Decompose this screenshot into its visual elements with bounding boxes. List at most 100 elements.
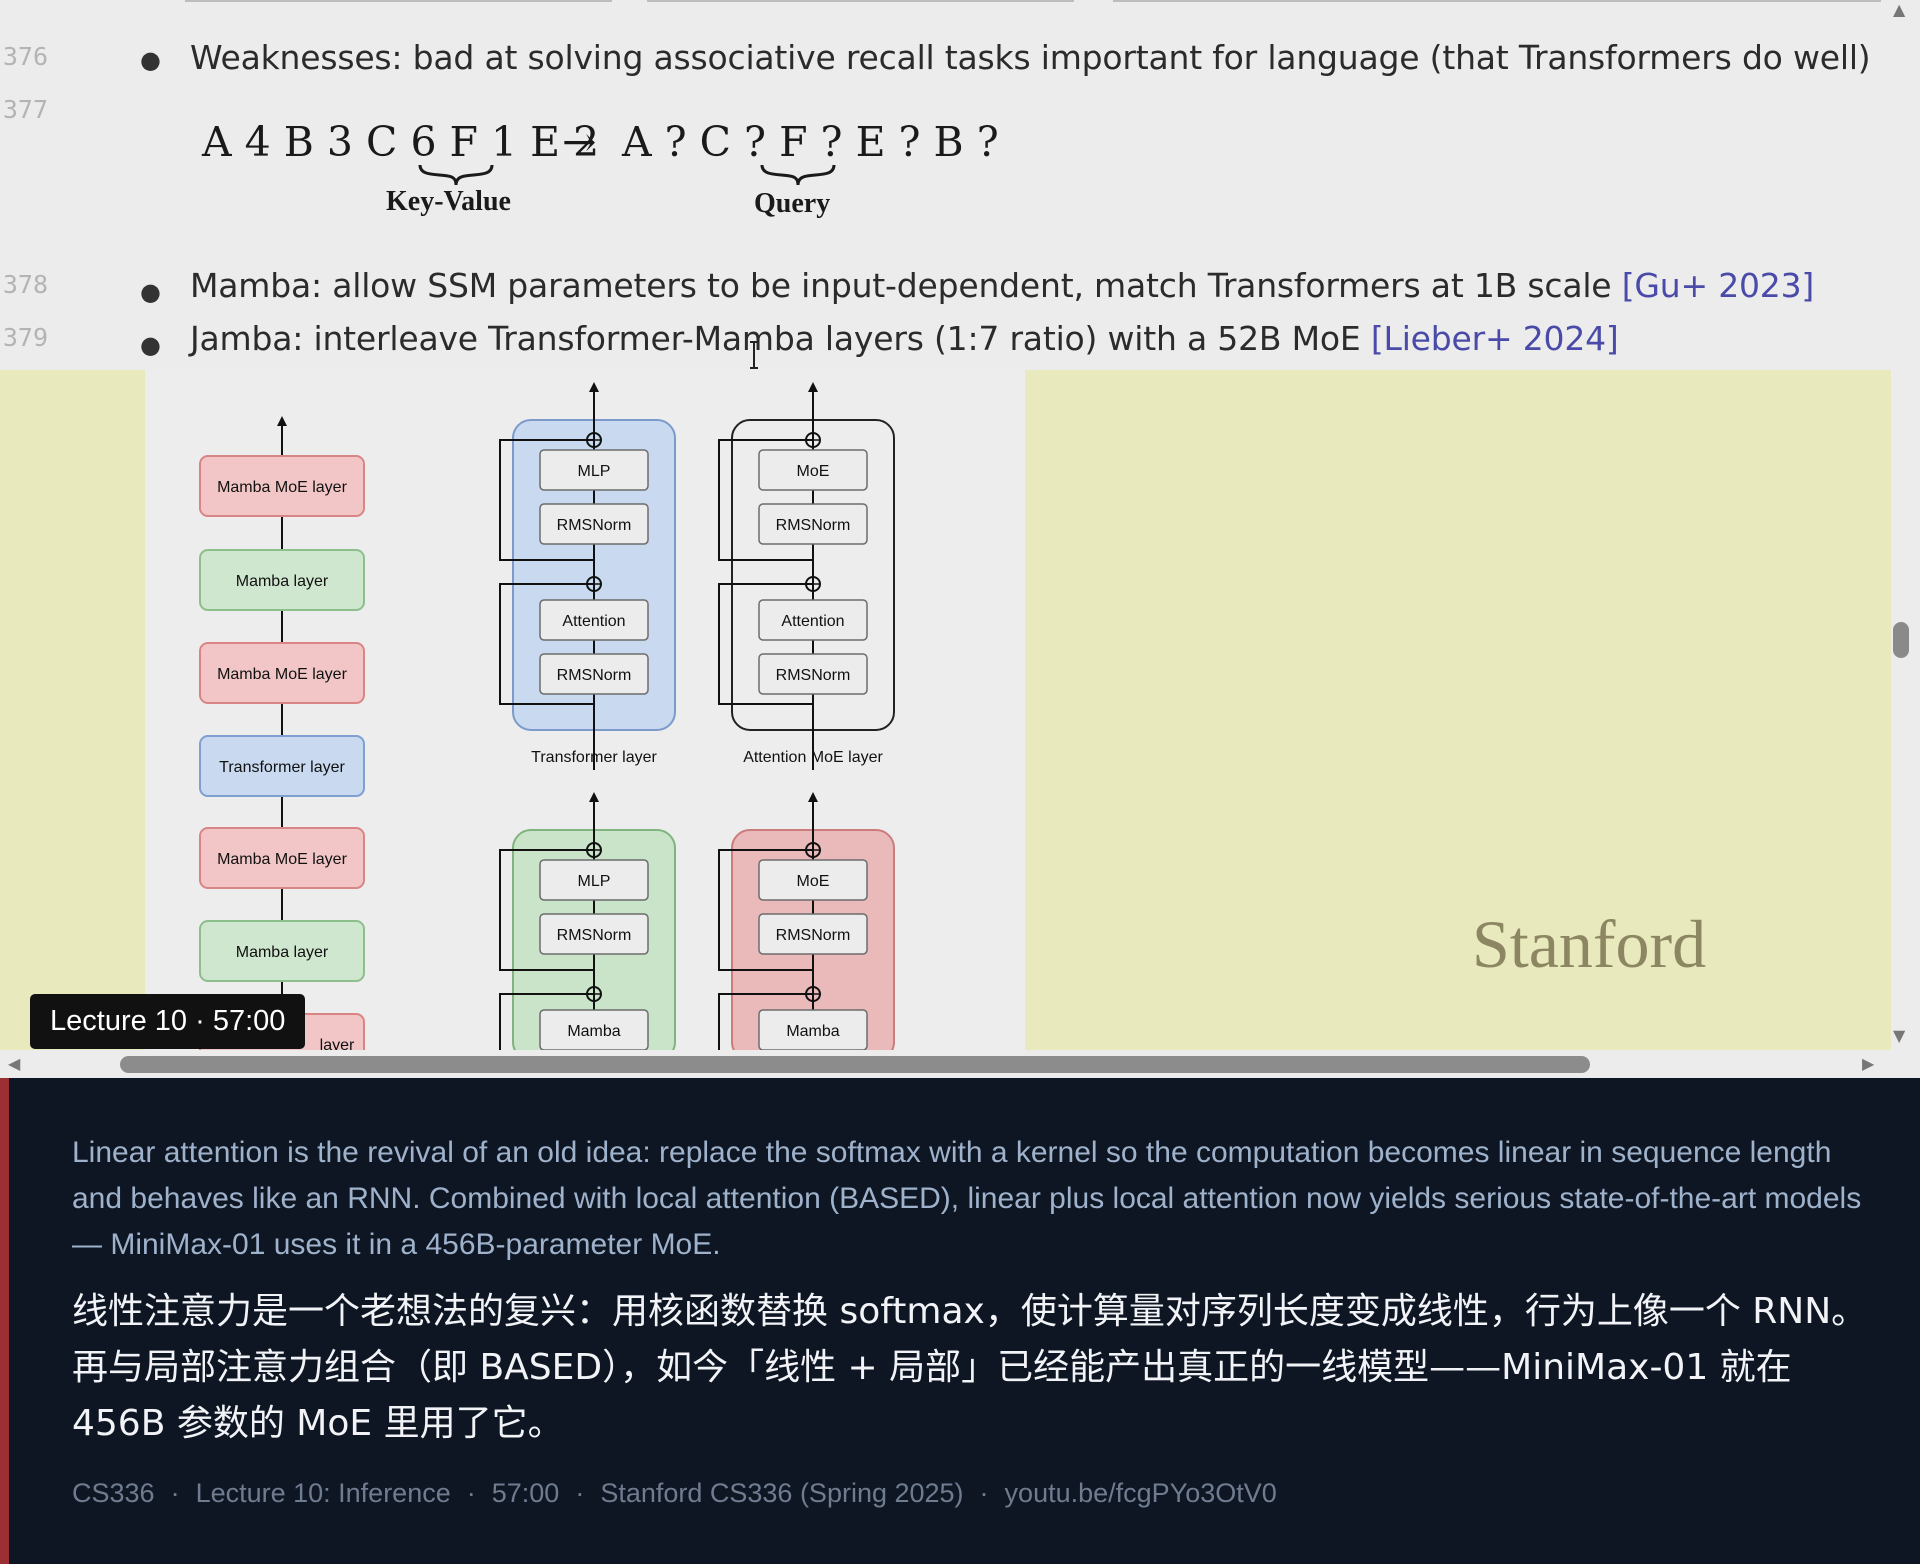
stack-layer-box bbox=[199, 735, 365, 797]
footer-separator: · bbox=[575, 1478, 585, 1508]
recall-right-sequence: A ? C ? F ? E ? B ? bbox=[622, 118, 999, 166]
query-label: Query bbox=[754, 188, 831, 219]
text-cursor-icon bbox=[750, 341, 758, 369]
scroll-up-icon[interactable]: ▲ bbox=[1893, 0, 1906, 19]
line-number: 377 bbox=[2, 95, 48, 124]
residual-connection bbox=[718, 993, 813, 1050]
key-value-label: Key-Value bbox=[386, 186, 511, 217]
block-sublayer-label: RMSNorm bbox=[776, 667, 851, 684]
residual-connection bbox=[718, 439, 813, 561]
footer-time: 57:00 bbox=[491, 1478, 560, 1508]
block-sublayer-label: Attention bbox=[562, 613, 625, 630]
bullet-jamba[interactable]: Jamba: interleave Transformer-Mamba laye… bbox=[190, 319, 1619, 358]
bullet-dot: ● bbox=[140, 46, 161, 74]
stack-layer-label: Transformer layer bbox=[219, 759, 345, 776]
block-sublayer-label: MoE bbox=[797, 463, 830, 480]
block-sublayer bbox=[758, 503, 868, 545]
residual-connection bbox=[499, 583, 594, 705]
caption-accent-bar bbox=[0, 1078, 9, 1564]
stack-output-arrow-head bbox=[277, 416, 287, 426]
block-sublayer-label: MoE bbox=[797, 873, 830, 890]
block-caption: Attention MoE layer bbox=[743, 749, 883, 766]
block-sublayer bbox=[539, 449, 649, 491]
block-output-arrow-head bbox=[589, 792, 599, 802]
stanford-watermark: Stanford bbox=[1472, 906, 1707, 982]
residual-connection bbox=[499, 439, 594, 561]
line-number: 379 bbox=[2, 323, 48, 352]
cell-highlight-left bbox=[0, 370, 145, 1050]
block-sublayer bbox=[539, 599, 649, 641]
stack-layer-label: Mamba MoE layer bbox=[217, 851, 347, 868]
vertical-scrollbar-thumb[interactable] bbox=[1893, 622, 1909, 658]
block-sublayer bbox=[758, 599, 868, 641]
block-sublayer-label: RMSNorm bbox=[557, 927, 632, 944]
block-sublayer bbox=[539, 503, 649, 545]
stack-layer-box bbox=[199, 642, 365, 704]
block-sublayer bbox=[539, 859, 649, 901]
block-sublayer-label: Mamba bbox=[567, 1023, 620, 1040]
stack-layer-box bbox=[199, 827, 365, 889]
block-sublayer-label: MLP bbox=[578, 463, 611, 480]
footer-link[interactable]: youtu.be/fcgPYo3OtV0 bbox=[1004, 1478, 1277, 1508]
residual-connection bbox=[499, 849, 594, 971]
citation-gu-2023[interactable]: [Gu+ 2023] bbox=[1621, 266, 1815, 305]
bullet-mamba-text: Mamba: allow SSM parameters to be input-… bbox=[190, 266, 1612, 305]
horizontal-scrollbar-thumb[interactable] bbox=[120, 1056, 1590, 1073]
caption-panel: Linear attention is the revival of an ol… bbox=[0, 1078, 1920, 1564]
block-sublayer bbox=[539, 913, 649, 955]
cell-divider bbox=[185, 0, 612, 2]
stack-layer-label: Mamba layer bbox=[236, 573, 329, 590]
cell-divider bbox=[1113, 0, 1881, 2]
caption-chinese: 线性注意力是一个老想法的复兴：用核函数替换 softmax，使计算量对序列长度变… bbox=[72, 1291, 1868, 1444]
block-output-arrow-head bbox=[808, 382, 818, 392]
brace-marks bbox=[418, 164, 836, 186]
stack-layer-label: Mamba layer bbox=[236, 944, 329, 961]
stack-layer-label-partial: layer bbox=[320, 1037, 355, 1050]
caption-english: Linear attention is the revival of an ol… bbox=[72, 1136, 1862, 1261]
bullet-jamba-text: Jamba: interleave Transformer-Mamba laye… bbox=[190, 319, 1361, 358]
bullet-dot: ● bbox=[140, 331, 161, 359]
block-sublayer bbox=[539, 1009, 649, 1050]
footer-separator: · bbox=[979, 1478, 989, 1508]
block-sublayer bbox=[758, 449, 868, 491]
footer-course: CS336 bbox=[72, 1478, 155, 1508]
scroll-right-icon[interactable]: ▶ bbox=[1862, 1054, 1875, 1073]
scroll-left-icon[interactable]: ◀ bbox=[8, 1054, 21, 1073]
residual-connection bbox=[718, 583, 813, 705]
bullet-mamba[interactable]: Mamba: allow SSM parameters to be input-… bbox=[190, 266, 1814, 305]
block-output-arrow-head bbox=[589, 382, 599, 392]
cell-highlight-right bbox=[1025, 370, 1891, 1050]
line-number: 376 bbox=[2, 42, 48, 71]
block-sublayer-label: Attention bbox=[781, 613, 844, 630]
bullet-weaknesses[interactable]: Weaknesses: bad at solving associative r… bbox=[190, 38, 1871, 77]
residual-connection bbox=[718, 849, 813, 971]
notebook-editor: 376 377 378 379 380 ● Weaknesses: bad at… bbox=[0, 0, 1920, 1078]
stack-layer-box bbox=[199, 455, 365, 517]
block-sublayer bbox=[758, 653, 868, 695]
cell-divider bbox=[647, 0, 1074, 2]
block-sublayer-label: RMSNorm bbox=[557, 517, 632, 534]
block-sublayer bbox=[539, 653, 649, 695]
residual-connection bbox=[499, 993, 594, 1050]
citation-lieber-2024[interactable]: [Lieber+ 2024] bbox=[1370, 319, 1619, 358]
block-sublayer-label: RMSNorm bbox=[776, 927, 851, 944]
block-sublayer bbox=[758, 859, 868, 901]
footer-separator: · bbox=[170, 1478, 180, 1508]
block-caption: Transformer layer bbox=[531, 749, 657, 766]
footer-lecture: Lecture 10: Inference bbox=[195, 1478, 451, 1508]
stack-layer-box bbox=[199, 549, 365, 611]
block-sublayer bbox=[758, 1009, 868, 1050]
horizontal-scrollbar[interactable]: ◀ ▶ bbox=[0, 1050, 1920, 1078]
footer-separator: · bbox=[466, 1478, 476, 1508]
bullet-dot: ● bbox=[140, 278, 161, 306]
block-sublayer bbox=[758, 913, 868, 955]
line-number: 378 bbox=[2, 270, 48, 299]
scroll-down-icon[interactable]: ▼ bbox=[1893, 1026, 1906, 1045]
stack-layer-label: Mamba MoE layer bbox=[217, 666, 347, 683]
lecture-timestamp-badge: Lecture 10 · 57:00 bbox=[30, 994, 306, 1049]
stack-layer-label: Mamba MoE layer bbox=[217, 479, 347, 496]
block-sublayer-label: Mamba bbox=[786, 1023, 839, 1040]
recall-arrow: → bbox=[562, 118, 597, 166]
block-output-arrow-head bbox=[808, 792, 818, 802]
